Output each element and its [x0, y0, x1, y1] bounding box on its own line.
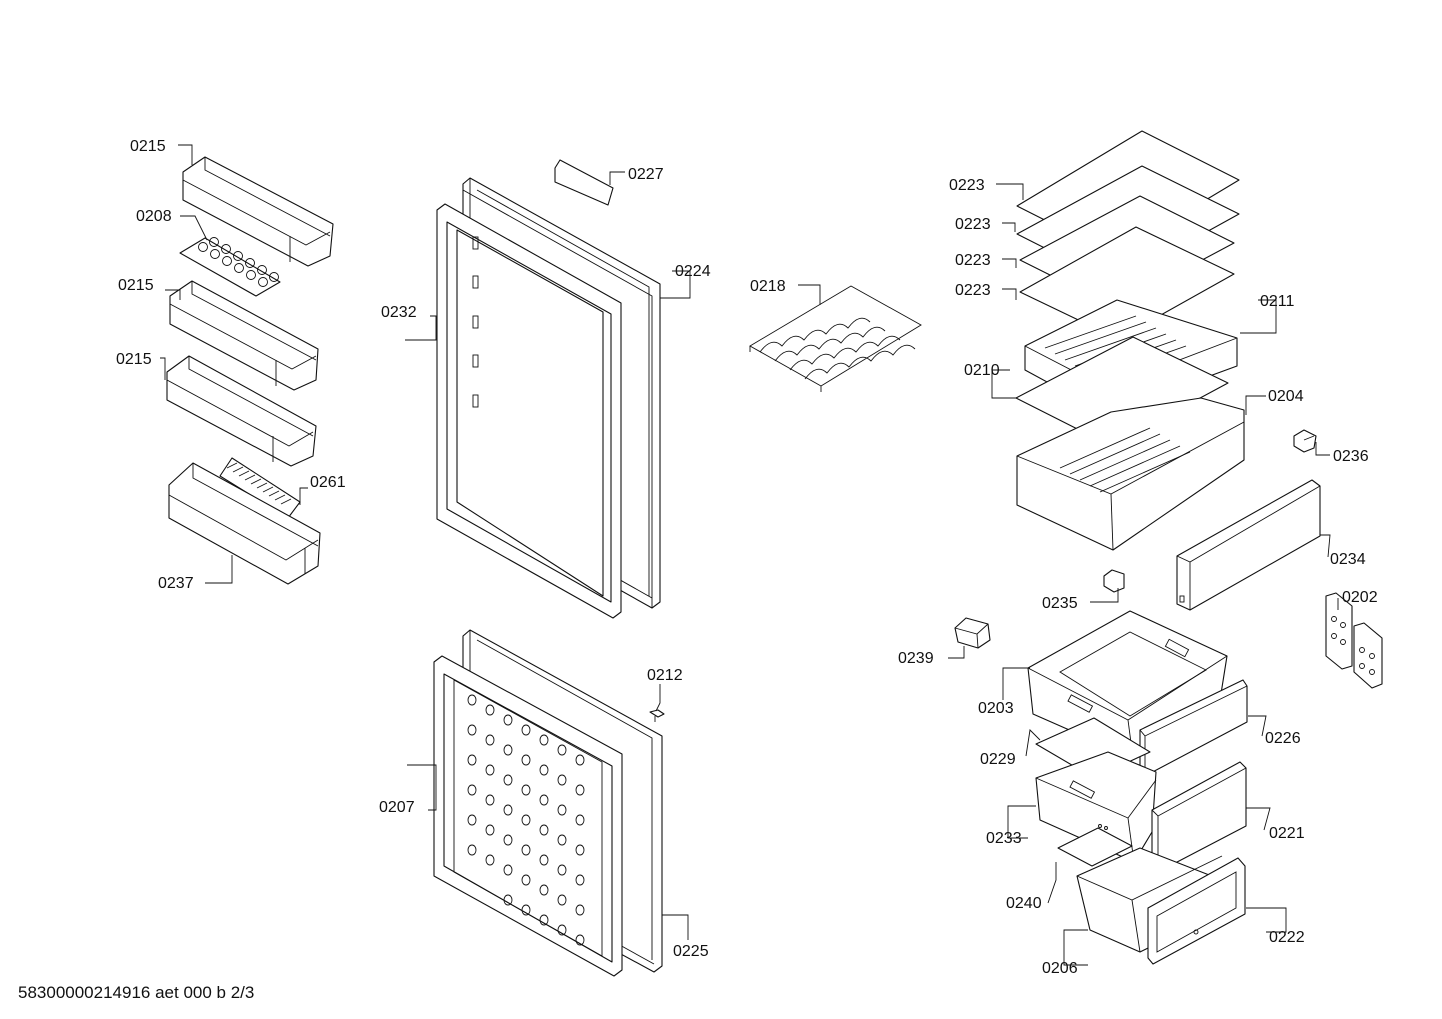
callout-0211: 0211: [1260, 293, 1295, 310]
callout-0215-top: 0215: [130, 138, 166, 155]
door-shelf-0215-lower: [166, 355, 317, 467]
callout-0239: 0239: [898, 650, 934, 667]
callout-0207: 0207: [379, 799, 415, 816]
bottle-shelf-0237: [168, 462, 321, 585]
drawer-front-0222: [1147, 857, 1246, 965]
callout-0202: 0202: [1342, 589, 1378, 606]
glass-plate-0240: [1057, 827, 1133, 867]
leader-lines: [160, 144, 1339, 966]
hinge-cap-0212: [649, 709, 665, 722]
callout-0225: 0225: [673, 943, 709, 960]
wine-rack-0218: [749, 285, 922, 392]
document-footer-id: 58300000214916 aet 000 b 2/3: [18, 983, 254, 1002]
callout-0203: 0203: [978, 700, 1014, 717]
callout-0261: 0261: [310, 474, 346, 491]
callout-0215-middle: 0215: [118, 277, 154, 294]
callout-0218: 0218: [750, 278, 786, 295]
callout-0223-3: 0223: [955, 252, 991, 269]
drawer-front-0234: [1176, 479, 1321, 611]
callout-0233: 0233: [986, 830, 1022, 847]
callout-0210: 0210: [964, 362, 1000, 379]
drawer-front-0221: [1151, 761, 1247, 873]
callout-labels: 0215 0208 0215 0215 0261 0237 0227 0224 …: [116, 138, 1378, 977]
callout-0221: 0221: [1269, 825, 1305, 842]
callout-0237: 0237: [158, 575, 194, 592]
callout-0204: 0204: [1268, 388, 1304, 405]
clip-0236: [1293, 429, 1317, 453]
egg-tray-0208: [179, 237, 281, 297]
callout-0227: 0227: [628, 166, 664, 183]
callout-0222: 0222: [1269, 929, 1305, 946]
callout-0223-1: 0223: [949, 177, 985, 194]
callout-0223-2: 0223: [955, 216, 991, 233]
handle-part-0239: [954, 617, 991, 649]
callout-0236: 0236: [1333, 448, 1369, 465]
door-shelf-0215-middle: [169, 280, 319, 391]
crisper-drawer-0204: [1016, 397, 1245, 551]
callout-0226: 0226: [1265, 730, 1301, 747]
callout-0240: 0240: [1006, 895, 1042, 912]
callout-0229: 0229: [980, 751, 1016, 768]
callout-0224: 0224: [675, 263, 711, 280]
cold-packs-0202: [1325, 592, 1383, 689]
dimple-texture: [453, 679, 603, 957]
callout-0215-lower: 0215: [116, 351, 152, 368]
callout-0208: 0208: [136, 208, 172, 225]
label-plate-0227: [554, 159, 614, 206]
callout-0234: 0234: [1330, 551, 1366, 568]
lower-door-gasket-0207: [433, 655, 623, 977]
door-shelf-0215-top: [182, 156, 334, 267]
callout-0212: 0212: [647, 667, 683, 684]
stopper-0235: [1103, 569, 1125, 593]
callout-0206: 0206: [1042, 960, 1078, 977]
callout-0235: 0235: [1042, 595, 1078, 612]
callout-0223-4: 0223: [955, 282, 991, 299]
callout-0232: 0232: [381, 304, 417, 321]
upper-door-gasket-0232: [436, 203, 622, 619]
